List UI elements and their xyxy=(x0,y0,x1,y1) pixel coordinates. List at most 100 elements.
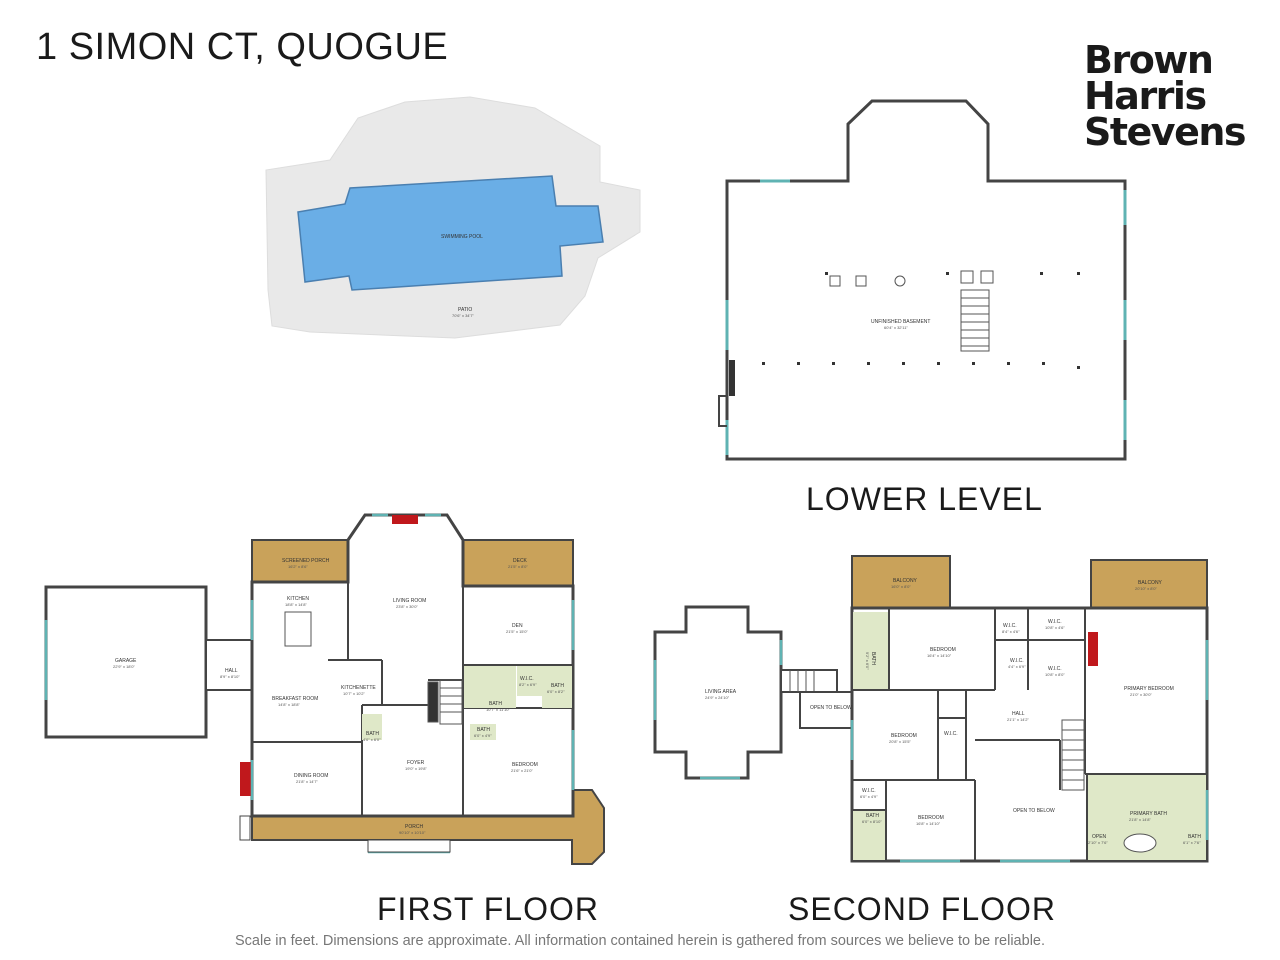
open-to-below-1-label: OPEN TO BELOW xyxy=(810,705,852,711)
garage-label: GARAGE xyxy=(115,658,137,664)
basement-stairs xyxy=(960,289,990,352)
first-bath-4-dim: 4'0" x 6'0" xyxy=(363,737,381,742)
patio-dim: 70'6" x 34'7" xyxy=(452,313,475,318)
second-wic-6-dim: 6'0" x 4'9" xyxy=(860,794,878,799)
first-bath-1-label: BATH xyxy=(489,701,502,707)
first-bath-1-dim: 10'7" x 11'10" xyxy=(486,707,510,712)
logo-line-2: Harris xyxy=(1084,74,1207,118)
primary-bath-dim: 21'8" x 14'8" xyxy=(1129,817,1152,822)
first-bath-4-area xyxy=(362,714,382,740)
primary-bedroom-label: PRIMARY BEDROOM xyxy=(1124,686,1174,692)
second-floor-plan: BALCONY 16'0" x 8'0" BALCONY 20'10" x 8'… xyxy=(653,555,1209,863)
first-floor-stairs xyxy=(427,679,463,725)
second-wic-1-dim: 8'4" x 4'6" xyxy=(1002,629,1020,634)
first-wic-area xyxy=(517,666,542,696)
primary-fireplace xyxy=(1088,632,1098,666)
second-bath-1-label: BATH xyxy=(870,652,876,665)
foyer-dim: 19'0" x 19'8" xyxy=(405,766,428,771)
pool-label: SWIMMING POOL xyxy=(441,234,483,240)
main-house-walls xyxy=(250,513,575,818)
second-hall-label: HALL xyxy=(1012,711,1025,717)
living-area-dim: 24'9" x 24'10" xyxy=(705,695,730,700)
second-floor-windows xyxy=(653,640,1209,863)
second-floor-stairs xyxy=(1061,719,1085,791)
open-closet-label: OPEN xyxy=(1092,834,1107,840)
basement-bump xyxy=(718,395,727,427)
disclaimer-text: Scale in feet. Dimensions are approximat… xyxy=(234,933,1046,949)
balcony-1-label: BALCONY xyxy=(893,578,918,584)
basement-door xyxy=(729,360,735,396)
deck-dim: 21'5" x 8'0" xyxy=(508,564,528,569)
second-wic-3-dim: 4'4" x 6'9" xyxy=(1008,664,1026,669)
first-bath-4-label: BATH xyxy=(366,731,379,737)
primary-bedroom-dim: 21'0" x 30'0" xyxy=(1130,692,1153,697)
den-dim: 21'5" x 15'0" xyxy=(506,629,529,634)
porch-steps xyxy=(239,815,251,841)
second-bedroom-3-dim: 16'8" x 14'10" xyxy=(916,821,941,826)
primary-bath-label: PRIMARY BATH xyxy=(1130,811,1167,817)
kitchenette-label: KITCHENETTE xyxy=(341,685,376,691)
caption-first-floor: FIRST FLOOR xyxy=(377,891,599,927)
deck-area xyxy=(462,539,574,587)
basement-walls xyxy=(725,99,1127,461)
patio-label: PATIO xyxy=(458,307,472,313)
balcony-2-area xyxy=(1090,559,1208,609)
first-bedroom-label: BEDROOM xyxy=(512,762,538,768)
first-bath-3-area xyxy=(470,724,496,740)
second-hall-dim: 21'1" x 14'2" xyxy=(1007,717,1030,722)
first-bath-2-dim: 6'0" x 8'2" xyxy=(547,689,565,694)
first-wic-label: W.I.C. xyxy=(520,676,534,682)
second-bedroom-2-dim: 20'8" x 15'5" xyxy=(889,739,912,744)
basement-columns xyxy=(762,272,1080,369)
brand-logo: Brown Harris Stevens xyxy=(1084,41,1247,151)
caption-lower-level: LOWER LEVEL xyxy=(806,481,1043,517)
garage-dim: 22'9" x 18'0" xyxy=(113,664,136,669)
screened-porch-dim: 16'2" x 8'6" xyxy=(288,564,308,569)
deck-label: DECK xyxy=(513,558,528,564)
screened-porch-label: SCREENED PORCH xyxy=(282,558,330,564)
balcony-2-label: BALCONY xyxy=(1138,580,1163,586)
second-wic-3-label: W.I.C. xyxy=(1010,658,1024,664)
second-bath-2-label: BATH xyxy=(866,813,879,819)
living-area-label: LIVING AREA xyxy=(705,689,737,695)
dining-label: DINING ROOM xyxy=(294,773,328,779)
page-title: 1 SIMON CT, QUOGUE xyxy=(36,26,449,68)
living-label: LIVING ROOM xyxy=(393,598,426,604)
bridge-stairs xyxy=(789,670,815,692)
second-wic-2-dim: 10'8" x 4'6" xyxy=(1045,625,1065,630)
first-bedroom-dim: 21'6" x 21'0" xyxy=(511,768,534,773)
second-wic-2-label: W.I.C. xyxy=(1048,619,1062,625)
foyer-label: FOYER xyxy=(407,760,425,766)
open-to-below-1 xyxy=(799,691,853,729)
breakfast-label: BREAKFAST ROOM xyxy=(272,696,318,702)
first-bath-2-area xyxy=(542,666,572,708)
second-wic-6-label: W.I.C. xyxy=(862,788,876,794)
pool-area xyxy=(297,175,604,291)
second-bath-1-dim: 9'2" x 6'0" xyxy=(865,652,870,670)
balcony-2-dim: 20'10" x 8'0" xyxy=(1135,586,1158,591)
second-bath-1-area xyxy=(853,612,889,690)
second-bath-3-label: BATH xyxy=(1188,834,1201,840)
open-to-below-2-label: OPEN TO BELOW xyxy=(1013,808,1055,814)
hall-dim: 8'9" x 8'10" xyxy=(220,674,240,679)
kitchen-label: KITCHEN xyxy=(287,596,309,602)
kitchen-island xyxy=(284,611,312,647)
second-wic-5-label: W.I.C. xyxy=(944,731,958,737)
den-label: DEN xyxy=(512,623,523,629)
caption-second-floor: SECOND FLOOR xyxy=(788,891,1057,927)
first-bath-3-dim: 6'0" x 4'9" xyxy=(474,733,492,738)
second-bath-2-area xyxy=(853,810,886,860)
basement-label: UNFINISHED BASEMENT xyxy=(871,319,930,325)
pool-plan: SWIMMING POOL PATIO 70'6" x 34'7" xyxy=(265,96,641,339)
dining-dim: 21'8" x 14'7" xyxy=(296,779,319,784)
first-floor-plan: GARAGE 22'9" x 18'0" HALL 8'9" x 8'10" S… xyxy=(44,513,605,865)
basement-dim: 60'4" x 32'11" xyxy=(884,325,908,330)
first-bath-1-area xyxy=(464,666,516,708)
kitchenette-dim: 10'7" x 10'2" xyxy=(343,691,366,696)
second-bedroom-1-label: BEDROOM xyxy=(930,647,956,653)
open-closet-dim: 2'10" x 7'6" xyxy=(1088,840,1108,845)
first-wic-dim: 8'2" x 6'9" xyxy=(519,682,537,687)
primary-tub xyxy=(1123,833,1157,853)
first-bath-3-label: BATH xyxy=(477,727,490,733)
second-bedroom-2-label: BEDROOM xyxy=(891,733,917,739)
